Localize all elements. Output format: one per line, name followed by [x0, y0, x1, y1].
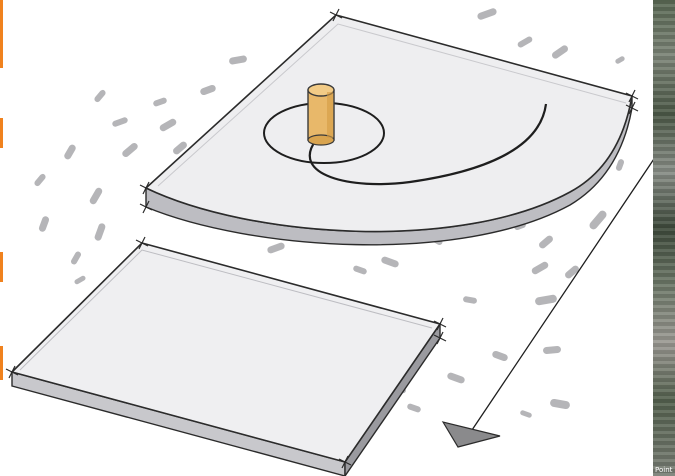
- flow-mark: [199, 84, 216, 96]
- flow-mark: [476, 7, 497, 20]
- flow-mark: [549, 398, 570, 409]
- flow-mark: [614, 55, 625, 64]
- flow-mark: [74, 275, 87, 285]
- lower-plane-slab: [12, 243, 440, 476]
- flow-mark: [538, 234, 555, 250]
- flow-mark: [406, 403, 421, 413]
- flow-mark: [88, 186, 103, 205]
- flow-mark: [530, 260, 549, 275]
- flow-mark: [229, 55, 248, 65]
- flow-mark: [33, 173, 47, 188]
- photo-inset-label: Point: [655, 466, 672, 474]
- aerial-photo-inset: [653, 0, 675, 476]
- flow-mark: [152, 97, 167, 107]
- flow-mark: [463, 296, 478, 304]
- flow-mark: [111, 116, 128, 127]
- flow-mark: [38, 215, 50, 232]
- vertical-cylinder: [308, 84, 334, 145]
- flow-mark: [158, 117, 177, 132]
- flow-mark: [491, 350, 508, 362]
- flow-mark: [517, 35, 534, 48]
- flow-mark: [266, 242, 285, 255]
- flow-mark: [615, 158, 625, 171]
- flow-mark: [446, 372, 465, 385]
- flow-mark: [543, 346, 562, 355]
- flow-mark: [70, 250, 82, 265]
- flow-mark: [551, 44, 570, 60]
- flow-mark: [93, 89, 107, 104]
- flow-mark: [588, 209, 608, 231]
- flow-mark: [94, 222, 107, 241]
- flow-mark: [520, 410, 533, 419]
- flow-mark: [380, 256, 399, 269]
- flow-mark: [534, 294, 557, 306]
- flow-mark: [121, 142, 139, 159]
- flow-mark: [352, 265, 367, 275]
- flow-mark: [63, 143, 77, 160]
